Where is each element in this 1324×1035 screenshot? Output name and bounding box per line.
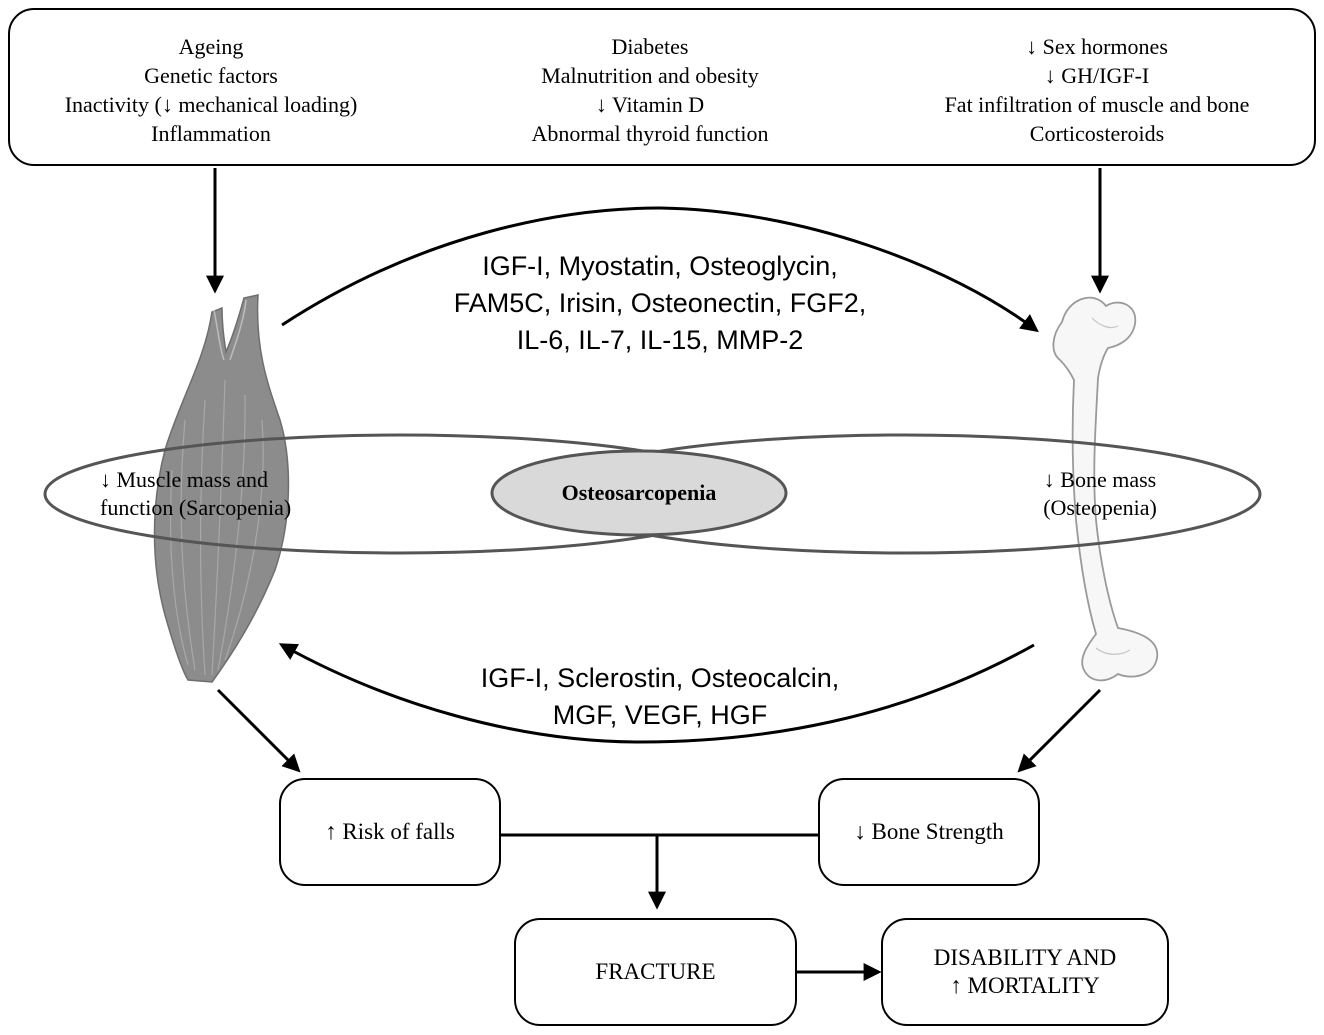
risk-factor: Corticosteroids (1029, 121, 1165, 146)
risk-factor: Malnutrition and obesity (541, 63, 759, 88)
arrow-bone-to-muscle (278, 643, 1035, 744)
risk-of-falls-box: ↑ Risk of falls (279, 778, 501, 886)
bone-illustration (1052, 296, 1158, 682)
muscle-illustration (153, 294, 290, 683)
risk-factors-center: Diabetes Malnutrition and obesity ↓ Vita… (470, 32, 830, 148)
muscle-fibers (169, 379, 264, 676)
risk-factor: Genetic factors (144, 63, 278, 88)
fracture-label: FRACTURE (595, 959, 716, 984)
risk-factor: ↓ Sex hormones (1026, 34, 1168, 59)
disability-box: DISABILITY AND ↑ MORTALITY (881, 918, 1169, 1026)
osteopenia-label-line: ↓ Bone mass (1043, 467, 1157, 492)
risk-factors-box (8, 8, 1316, 166)
osteosarcopenia-ellipse (490, 449, 788, 537)
bone-strength-box: ↓ Bone Strength (818, 778, 1040, 886)
risk-factor: Inactivity (↓ mechanical loading) (64, 92, 358, 117)
sarcopenia-label-line: function (Sarcopenia) (100, 495, 292, 520)
osteosarcopenia-text: Osteosarcopenia (561, 480, 717, 505)
sarcopenia-label: ↓ Muscle mass and function (Sarcopenia) (100, 466, 360, 522)
signals-muscle-to-bone: IGF-I, Myostatin, Osteoglycin, FAM5C, Ir… (380, 248, 940, 359)
signal-line: FAM5C, Irisin, Osteonectin, FGF2, (453, 288, 867, 318)
signals-bone-to-muscle: IGF-I, Sclerostin, Osteocalcin, MGF, VEG… (400, 660, 920, 734)
disability-label-line: DISABILITY AND (933, 945, 1117, 970)
risk-factor: Abnormal thyroid function (531, 121, 769, 146)
risk-factor: Ageing (178, 34, 244, 59)
muscle-tendon (229, 299, 247, 361)
osteopenia-label-line: (Osteopenia) (1043, 495, 1157, 520)
risk-factor: Fat infiltration of muscle and bone (944, 92, 1250, 117)
risk-of-falls-label: ↑ Risk of falls (325, 819, 455, 844)
risk-factor: ↓ Vitamin D (595, 92, 705, 117)
femur (1052, 296, 1158, 682)
muscle-tendon (213, 309, 225, 361)
signal-line: MGF, VEGF, HGF (552, 700, 768, 730)
risk-factors-right: ↓ Sex hormones ↓ GH/IGF-I Fat infiltrati… (900, 32, 1294, 148)
osteosarcopenia-label: Osteosarcopenia (494, 476, 784, 510)
risk-factor: Diabetes (611, 34, 689, 59)
risk-factor: ↓ GH/IGF-I (1044, 63, 1150, 88)
arrow-to-bone-strength (1017, 688, 1102, 773)
femur-condyle-shading (1095, 647, 1131, 655)
signal-line: IL-6, IL-7, IL-15, MMP-2 (516, 325, 804, 355)
disability-label-line: ↑ MORTALITY (950, 973, 1100, 998)
arrow-muscle-to-bone (281, 206, 1039, 333)
fracture-box: FRACTURE (514, 918, 797, 1026)
bone-strength-label: ↓ Bone Strength (854, 819, 1004, 844)
risk-factors-left: Ageing Genetic factors Inactivity (↓ mec… (20, 32, 402, 148)
femur-head-shading (1091, 317, 1119, 329)
osteopenia-label: ↓ Bone mass (Osteopenia) (1000, 466, 1200, 522)
signal-line: IGF-I, Myostatin, Osteoglycin, (482, 251, 838, 281)
sarcopenia-label-line: ↓ Muscle mass and (100, 467, 269, 492)
arrow-to-falls (216, 688, 301, 773)
signal-line: IGF-I, Sclerostin, Osteocalcin, (480, 663, 840, 693)
risk-factor: Inflammation (151, 121, 271, 146)
